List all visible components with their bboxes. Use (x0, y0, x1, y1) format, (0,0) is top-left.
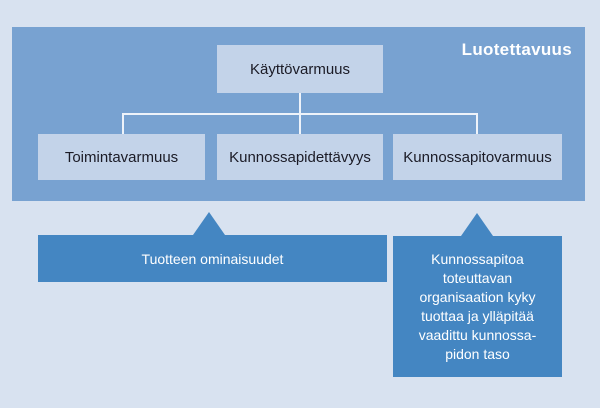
node-toimintavarmuus: Toimintavarmuus (38, 134, 205, 180)
container-title: Luotettavuus (461, 40, 572, 59)
callout-pointer-up-icon (193, 212, 225, 235)
callout-product-properties: Tuotteen ominaisuudet (38, 235, 387, 282)
node-kunnossapidettavyys: Kunnossapidettävyys (217, 134, 383, 180)
connector-left-drop (122, 113, 124, 135)
callout-text: Tuotteen ominaisuudet (141, 250, 284, 267)
connector-horizontal (122, 113, 478, 115)
node-kayttovarmuus: Käyttövarmuus (217, 45, 383, 93)
callout-pointer-up-icon (461, 213, 493, 236)
callout-text: Kunnossapitoa toteuttavan organisaation … (418, 250, 537, 362)
node-kunnossapitovarmuus: Kunnossapitovarmuus (393, 134, 562, 180)
connector-right-drop (476, 113, 478, 135)
callout-maintenance-organisation: Kunnossapitoa toteuttavan organisaation … (393, 236, 562, 377)
